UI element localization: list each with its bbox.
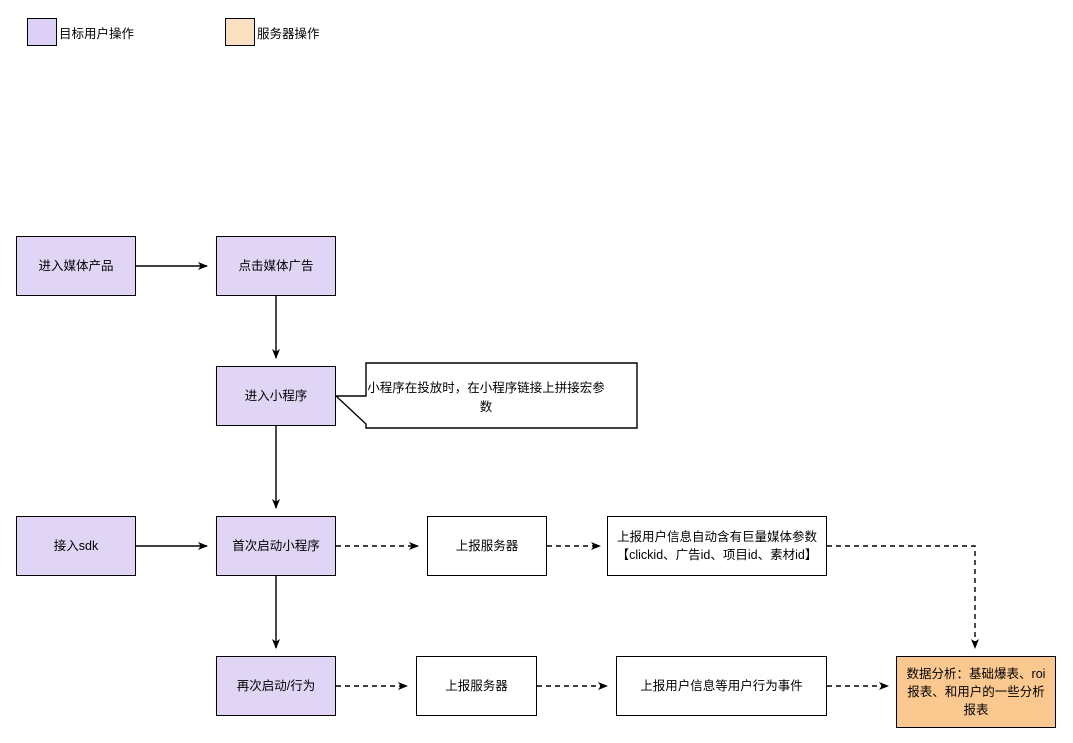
- legend-label-server-op: 服务器操作: [257, 26, 320, 41]
- legend-item-server-op: 服务器操作: [225, 18, 320, 46]
- edge-report-user-info-macro-to-data-analysis: [827, 545, 979, 649]
- node-data-analysis[interactable]: 数据分析：基础爆表、roi报表、和用户的一些分析报表: [896, 656, 1056, 728]
- node-report-server-1[interactable]: 上报服务器: [427, 516, 547, 576]
- node-report-server-2[interactable]: 上报服务器: [416, 656, 537, 716]
- legend-item-user-op: 目标用户操作: [27, 18, 134, 46]
- node-relaunch-behavior[interactable]: 再次启动/行为: [216, 656, 336, 716]
- legend-swatch-server-op: [225, 18, 255, 46]
- node-report-user-info-macro[interactable]: 上报用户信息自动含有巨量媒体参数 【clickid、广告id、项目id、素材id…: [607, 516, 827, 576]
- node-report-user-behavior[interactable]: 上报用户信息等用户行为事件: [616, 656, 827, 716]
- node-enter-media-product[interactable]: 进入媒体产品: [16, 236, 136, 296]
- note-miniprogram-macro: 小程序在投放时，在小程序链接上拼接宏参数: [336, 363, 637, 428]
- node-click-media-ad[interactable]: 点击媒体广告: [216, 236, 336, 296]
- legend-swatch-user-op: [27, 18, 57, 46]
- node-first-launch[interactable]: 首次启动小程序: [216, 516, 336, 576]
- node-integrate-sdk[interactable]: 接入sdk: [16, 516, 136, 576]
- legend-label-user-op: 目标用户操作: [59, 26, 135, 41]
- node-enter-miniprogram[interactable]: 进入小程序: [216, 366, 336, 426]
- note-miniprogram-macro-text: 小程序在投放时，在小程序链接上拼接宏参数: [367, 380, 605, 414]
